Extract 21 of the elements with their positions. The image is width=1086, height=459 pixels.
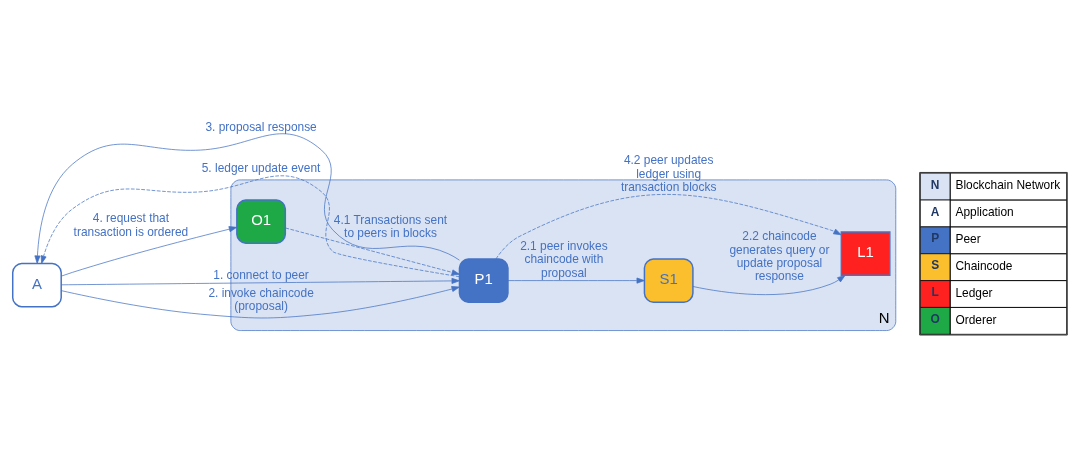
legend-label: Application xyxy=(955,205,1014,220)
legend-label: Peer xyxy=(955,232,981,247)
edge-label: 1. connect to peer xyxy=(213,267,309,282)
edge-label: 2.2 chaincode generates query or update proposal response xyxy=(729,229,830,284)
legend-label: Orderer xyxy=(955,312,997,327)
label: O xyxy=(930,311,940,326)
label: A xyxy=(930,204,940,219)
legend-label: Chaincode xyxy=(955,259,1013,273)
edge-label: 2.1 peer invokes chaincode with proposal xyxy=(520,238,608,280)
edge-label: 4.1 Transactions sent to peers in blocks xyxy=(333,212,448,241)
edge-label: 2. invoke chaincode (proposal) xyxy=(208,285,314,314)
label: L xyxy=(931,285,939,300)
edge-label: 4. request that transaction is ordered xyxy=(73,211,189,239)
legend-label: Ledger xyxy=(955,285,993,300)
edge-label: 4.2 peer updates ledger using transaction blocks xyxy=(620,153,717,194)
label: S xyxy=(931,258,940,273)
legend-label: Blockchain Network xyxy=(955,178,1061,193)
edge-label: 5. ledger update event xyxy=(201,161,321,176)
label: P xyxy=(931,231,940,246)
edge-label: 3. proposal response xyxy=(205,119,317,134)
label: N xyxy=(930,177,940,192)
